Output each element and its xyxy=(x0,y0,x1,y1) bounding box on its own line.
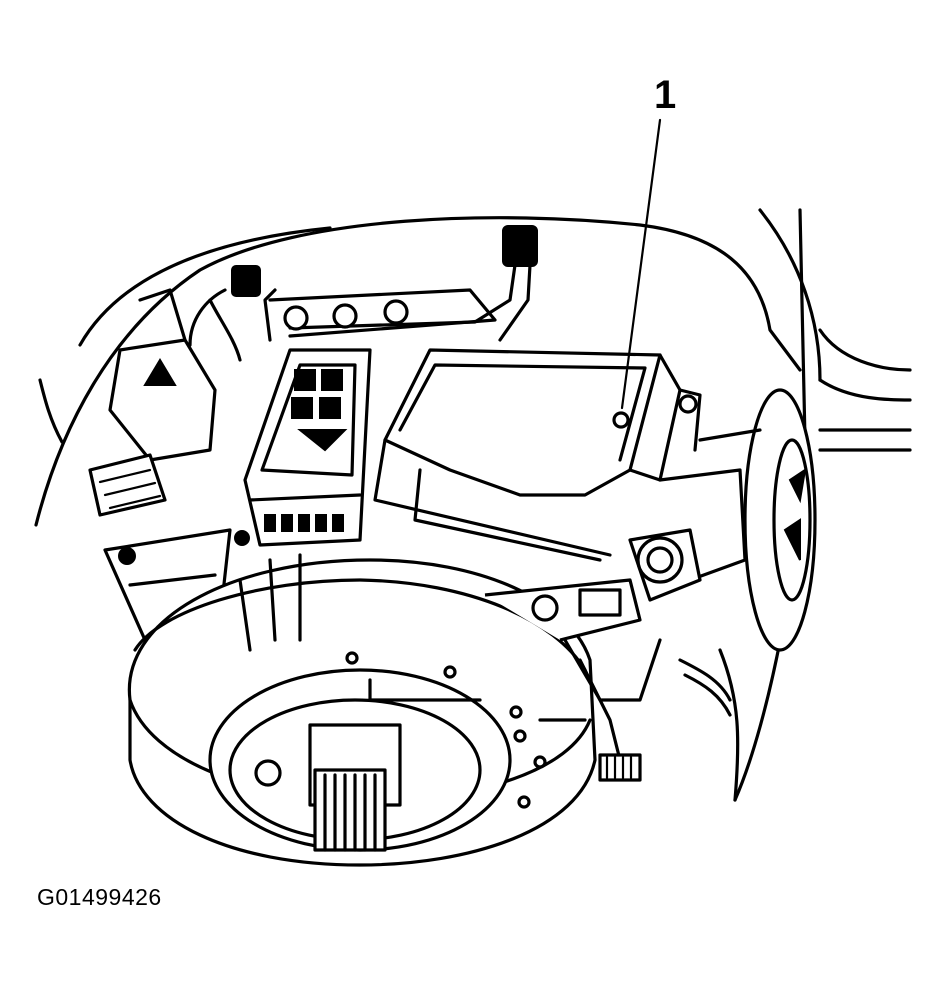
control-module xyxy=(373,348,702,562)
mounting-bolt xyxy=(628,528,702,602)
callout-label: 1 xyxy=(654,73,676,117)
callout-1: 1 xyxy=(620,73,676,410)
wiring-harness xyxy=(188,225,538,362)
left-switch-housing xyxy=(88,288,217,517)
actuator-lever xyxy=(484,578,732,782)
electrical-connector xyxy=(243,348,372,547)
figure-code: G01499426 xyxy=(37,884,162,910)
module-fastener-hole xyxy=(612,411,630,429)
callout-leader-line xyxy=(620,118,662,410)
steering-shaft-splines xyxy=(313,768,387,852)
column-body xyxy=(658,388,817,652)
clock-spring-hub xyxy=(127,553,597,867)
